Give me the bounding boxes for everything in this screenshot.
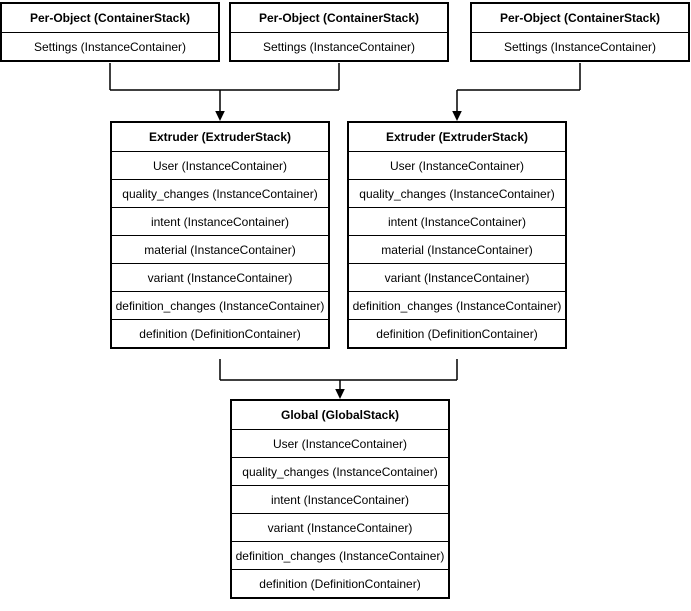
- extruder-stack-2-row-user: User (InstanceContainer): [349, 151, 565, 179]
- extruder-stack-2-row-definition: definition (DefinitionContainer): [349, 319, 565, 347]
- per-object-stack-3: Per-Object (ContainerStack) Settings (In…: [470, 2, 690, 62]
- global-stack-row-definition: definition (DefinitionContainer): [232, 569, 448, 597]
- extruder-stack-1-row-quality-changes: quality_changes (InstanceContainer): [112, 179, 328, 207]
- extruder-stack-2-row-variant: variant (InstanceContainer): [349, 263, 565, 291]
- extruder-stack-1-title: Extruder (ExtruderStack): [148, 130, 292, 144]
- extruder-stack-1-row-variant: variant (InstanceContainer): [112, 263, 328, 291]
- per-object-stack-3-title: Per-Object (ContainerStack): [499, 11, 661, 25]
- extruder-stack-2-title: Extruder (ExtruderStack): [385, 130, 529, 144]
- global-stack-row-variant: variant (InstanceContainer): [232, 513, 448, 541]
- extruder-stack-1-row-intent: intent (InstanceContainer): [112, 207, 328, 235]
- connector-arrowhead-extruder-2: [452, 111, 462, 121]
- connector-arrowhead-global: [335, 389, 345, 399]
- per-object-stack-1-title: Per-Object (ContainerStack): [29, 11, 191, 25]
- extruder-stack-1-row-definition: definition (DefinitionContainer): [112, 319, 328, 347]
- extruder-stack-2-row-material: material (InstanceContainer): [349, 235, 565, 263]
- connector-arrowhead-extruder-1: [215, 111, 225, 121]
- extruder-stack-2-row-quality-changes: quality_changes (InstanceContainer): [349, 179, 565, 207]
- extruder-stack-1-row-material: material (InstanceContainer): [112, 235, 328, 263]
- extruder-stack-2: Extruder (ExtruderStack) User (InstanceC…: [347, 121, 567, 349]
- extruder-stack-1-row-definition-changes: definition_changes (InstanceContainer): [112, 291, 328, 319]
- global-stack: Global (GlobalStack) User (InstanceConta…: [230, 399, 450, 599]
- extruder-stack-1: Extruder (ExtruderStack) User (InstanceC…: [110, 121, 330, 349]
- global-stack-row-intent: intent (InstanceContainer): [232, 485, 448, 513]
- per-object-stack-2-row-settings: Settings (InstanceContainer): [231, 32, 447, 60]
- per-object-stack-3-row-settings: Settings (InstanceContainer): [472, 32, 688, 60]
- extruder-stack-2-row-intent: intent (InstanceContainer): [349, 207, 565, 235]
- global-stack-row-quality-changes: quality_changes (InstanceContainer): [232, 457, 448, 485]
- global-stack-row-user: User (InstanceContainer): [232, 429, 448, 457]
- per-object-stack-1: Per-Object (ContainerStack) Settings (In…: [0, 2, 220, 62]
- per-object-stack-1-row-settings: Settings (InstanceContainer): [2, 32, 218, 60]
- global-stack-title: Global (GlobalStack): [280, 408, 400, 422]
- global-stack-row-definition-changes: definition_changes (InstanceContainer): [232, 541, 448, 569]
- extruder-stack-1-row-user: User (InstanceContainer): [112, 151, 328, 179]
- extruder-stack-2-row-definition-changes: definition_changes (InstanceContainer): [349, 291, 565, 319]
- per-object-stack-2: Per-Object (ContainerStack) Settings (In…: [229, 2, 449, 62]
- per-object-stack-2-title: Per-Object (ContainerStack): [258, 11, 420, 25]
